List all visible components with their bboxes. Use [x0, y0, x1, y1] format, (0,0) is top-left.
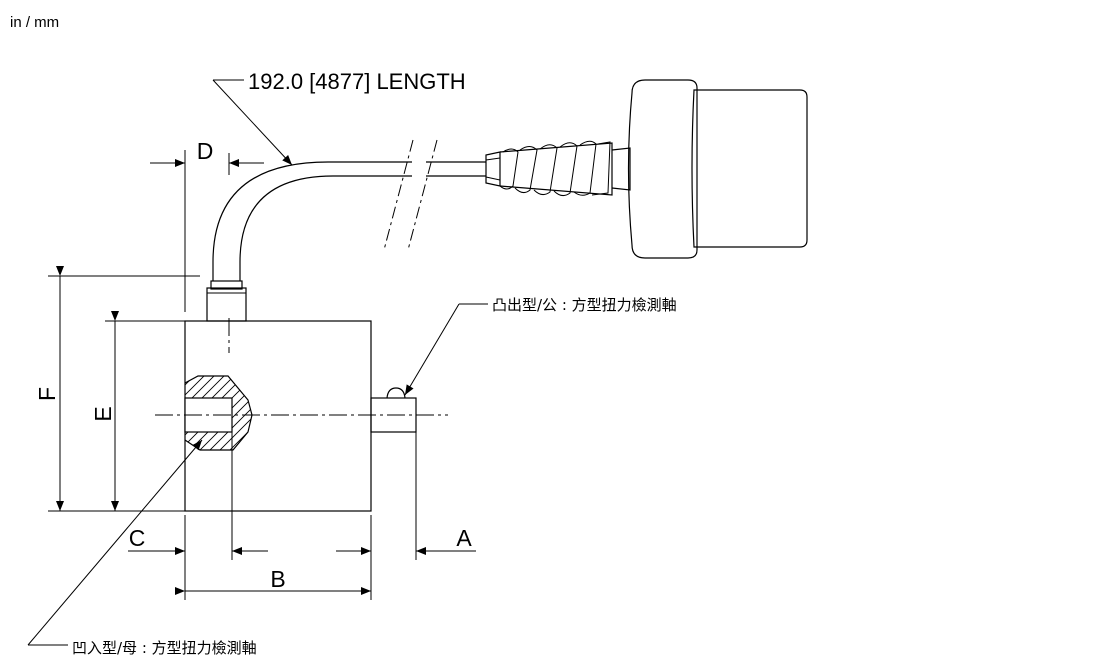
dim-label-e: E [90, 406, 116, 421]
male-label-leader [404, 303, 488, 396]
cable [212, 161, 486, 281]
female-socket-label: 凹入型/母 : 方型扭力檢測軸 [72, 639, 257, 657]
strain-relief [485, 140, 631, 197]
center-lines [155, 318, 448, 416]
dim-label-b: B [270, 566, 285, 592]
dim-label-a: A [456, 525, 472, 551]
extension-lines [48, 150, 417, 600]
male-square-drive [370, 387, 417, 433]
female-label-leader [27, 439, 203, 646]
cable-length-label: 192.0 [4877] LENGTH [248, 69, 466, 94]
dim-label-d: D [197, 138, 214, 164]
units-label: in / mm [10, 14, 60, 31]
dimension-b [175, 547, 371, 595]
cable-break-lines [383, 139, 438, 251]
cable-length-leader [212, 79, 293, 166]
female-square-socket [184, 375, 253, 451]
display-housing [627, 79, 808, 259]
cable-connector [206, 287, 247, 322]
dim-label-f: F [34, 387, 60, 401]
dim-label-c: C [129, 525, 146, 551]
male-drive-label: 凸出型/公 : 方型扭力檢測軸 [492, 296, 677, 314]
